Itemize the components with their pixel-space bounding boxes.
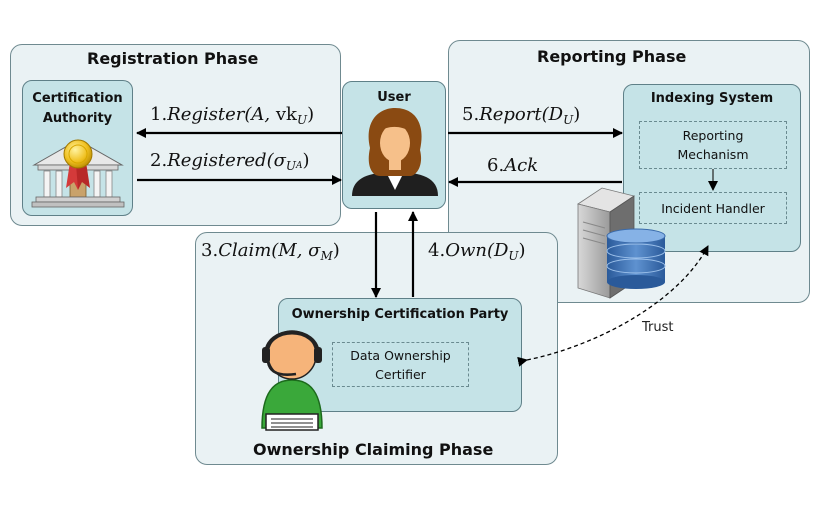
message-register: 1.Register(A, vkU) [150,104,315,127]
reporting-mechanism-line2: Mechanism [677,147,749,162]
ownership-claiming-phase-title: Ownership Claiming Phase [253,440,494,459]
reporting-mechanism-line1: Reporting [682,128,744,143]
data-ownership-certifier-line1: Data Ownership [350,348,451,363]
trust-arrow [517,245,709,367]
incident-handler-box: Incident Handler [639,192,787,224]
user-woman-icon [352,108,438,196]
reporting-mechanism-box: Reporting Mechanism [639,121,787,169]
certification-authority-title-line2: Authority [42,111,113,126]
data-ownership-certifier-box: Data Ownership Certifier [332,342,469,387]
reporting-phase-title: Reporting Phase [537,47,687,66]
certification-authority-title-line1: Certification [32,91,123,106]
incident-handler-label: Incident Handler [661,201,765,216]
operator-headset-icon [261,330,323,431]
user-title: User [377,90,411,105]
certificate-seal-icon [63,139,93,190]
data-ownership-certifier-line2: Certifier [375,367,426,382]
message-report: 5.Report(DU) [462,104,581,127]
message-claim: 3.Claim(M, σM) [201,240,340,263]
message-registered: 2.Registered(σUA) [150,150,310,173]
registration-phase-title: Registration Phase [87,49,259,68]
message-ack: 6.Ack [487,155,539,176]
indexing-system-box: Indexing System Reporting Mechanism Inci… [623,84,801,252]
database-icon [606,228,666,289]
indexing-system-title: Indexing System [650,91,774,106]
ownership-certification-party-title: Ownership Certification Party [291,307,509,322]
